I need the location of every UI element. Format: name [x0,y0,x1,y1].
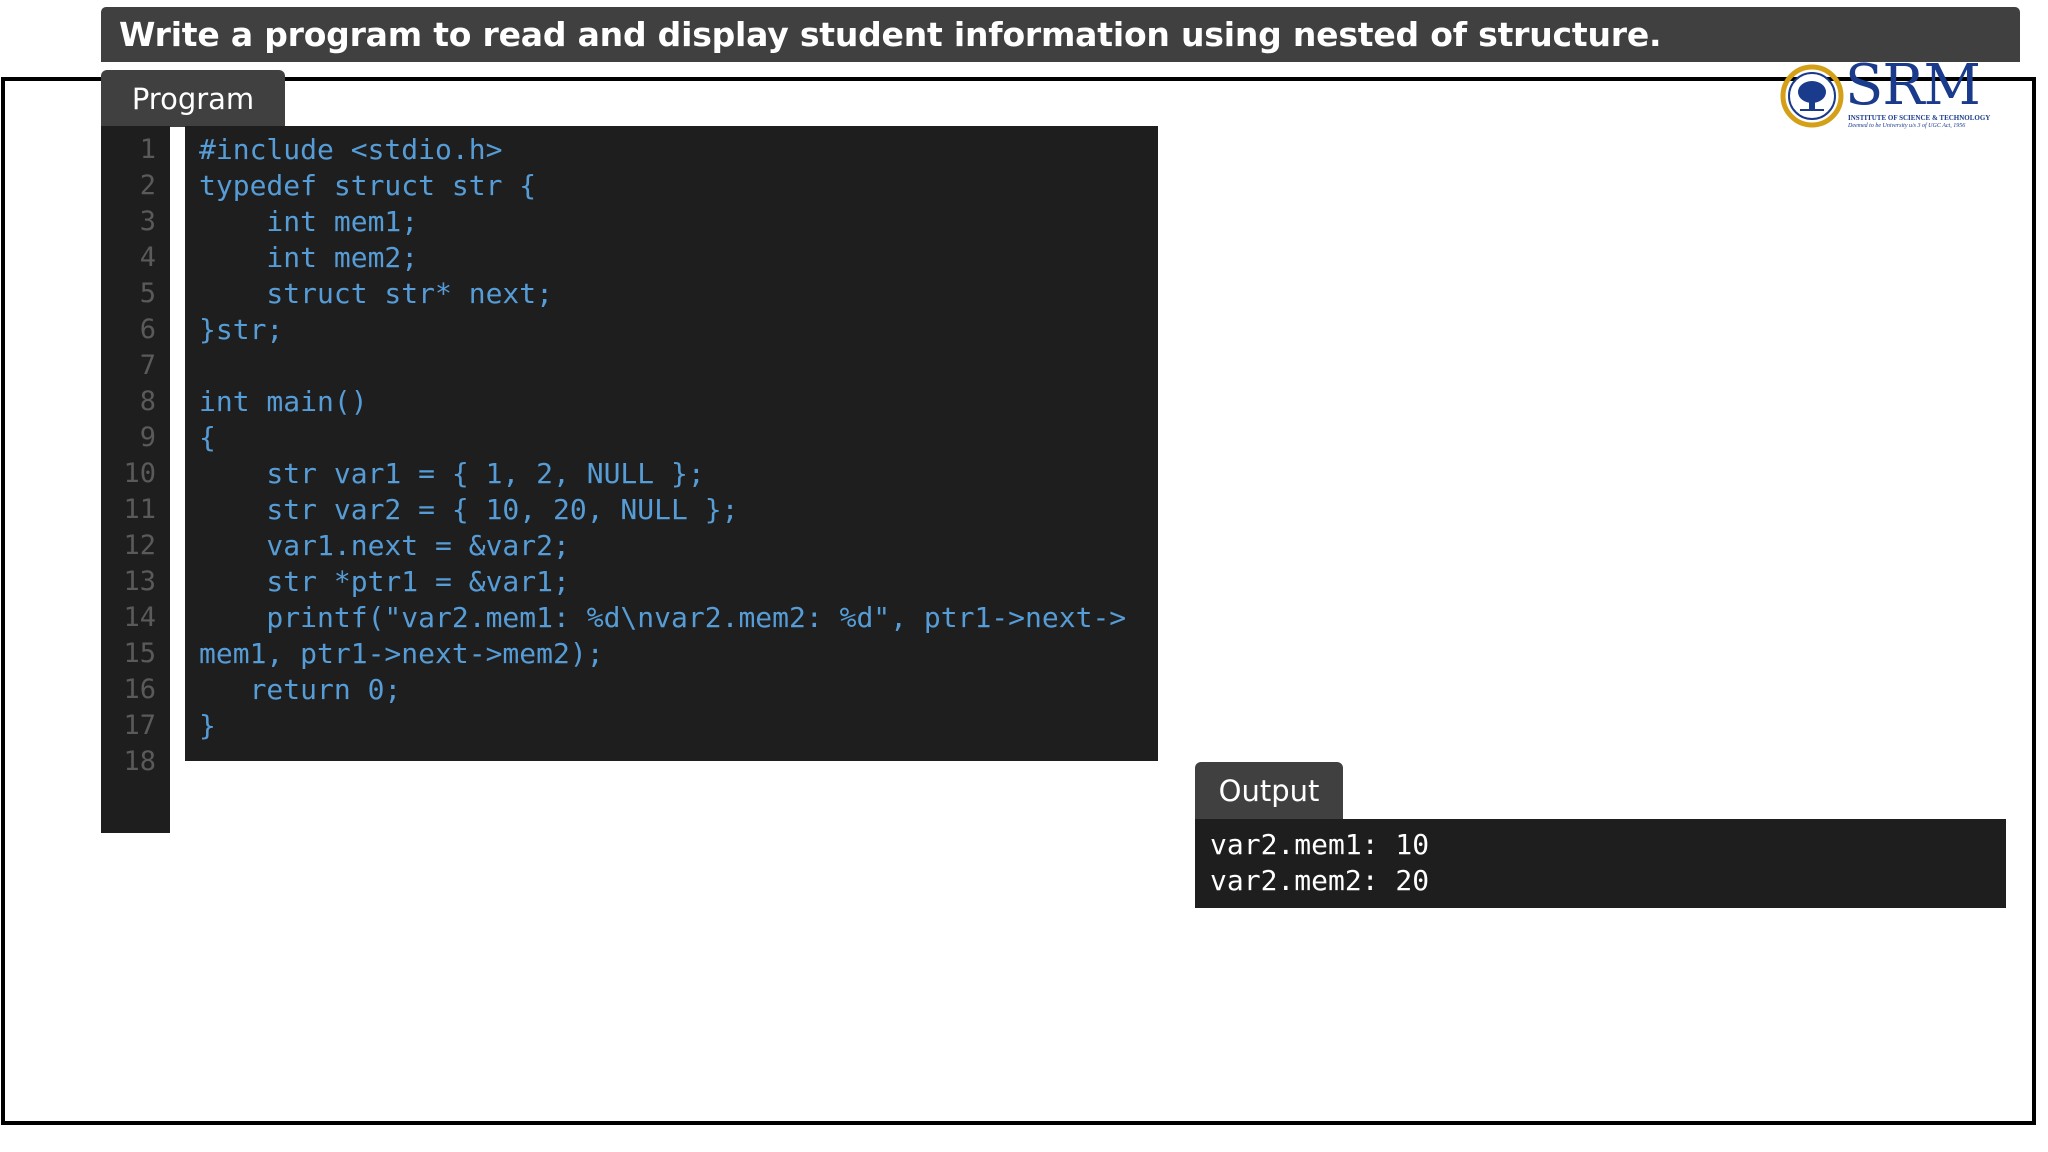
tab-output-label: Output [1218,774,1320,808]
code-line: int mem1; [199,205,419,238]
code-line: #include <stdio.h> [199,133,503,166]
line-number: 8 [139,386,156,417]
logo-tagline: Deemed to be University u/s 3 of UGC Act… [1848,123,1966,129]
code-editor: #include <stdio.h> typedef struct str { … [185,126,1158,761]
srm-logo: SRM INSTITUTE OF SCIENCE & TECHNOLOGY De… [1780,58,1990,134]
line-number: 10 [123,458,156,489]
line-number: 4 [139,242,156,273]
line-number: 16 [123,674,156,705]
tab-output: Output [1195,762,1343,820]
code-line: printf("var2.mem1: %d\nvar2.mem2: %d", p… [199,601,1127,634]
line-number: 11 [123,494,156,525]
code-line: struct str* next; [199,277,554,310]
output-console: var2.mem1: 10 var2.mem2: 20 [1195,819,2006,908]
code-line: int mem2; [199,241,419,274]
output-line: var2.mem2: 20 [1210,864,1430,897]
code-line: } [199,709,216,742]
code-line: str var2 = { 10, 20, NULL }; [199,493,739,526]
code-line: typedef struct str { [199,169,537,202]
line-number: 12 [123,530,156,561]
line-number: 17 [123,710,156,741]
line-number: 9 [139,422,156,453]
code-line: str *ptr1 = &var1; [199,565,570,598]
line-number: 3 [139,206,156,237]
code-line: }str; [199,313,284,346]
line-number: 1 [139,134,156,165]
logo-subtitle: INSTITUTE OF SCIENCE & TECHNOLOGY [1848,114,1991,122]
code-line: var1.next = &var2; [199,529,570,562]
line-number-gutter: 1 2 3 4 5 6 7 8 9 10 11 12 13 14 15 16 1… [101,126,170,833]
line-number: 5 [139,278,156,309]
code-line: int main() [199,385,368,418]
line-number: 18 [123,746,156,777]
line-number: 2 [139,170,156,201]
slide-title: Write a program to read and display stud… [119,15,1662,54]
title-bar: Write a program to read and display stud… [101,7,2020,62]
logo-name: SRM [1845,53,1981,118]
tab-program: Program [101,70,285,127]
code-line: return 0; [199,673,402,706]
line-number: 13 [123,566,156,597]
code-line: { [199,421,216,454]
code-line: mem1, ptr1->next->mem2); [199,637,604,670]
tab-program-label: Program [131,81,255,116]
line-number: 14 [123,602,156,633]
code-line: str var1 = { 1, 2, NULL }; [199,457,705,490]
line-number: 7 [139,350,156,381]
line-number: 15 [123,638,156,669]
output-line: var2.mem1: 10 [1210,828,1430,861]
line-number: 6 [139,314,156,345]
srm-emblem-icon [1780,64,1844,128]
